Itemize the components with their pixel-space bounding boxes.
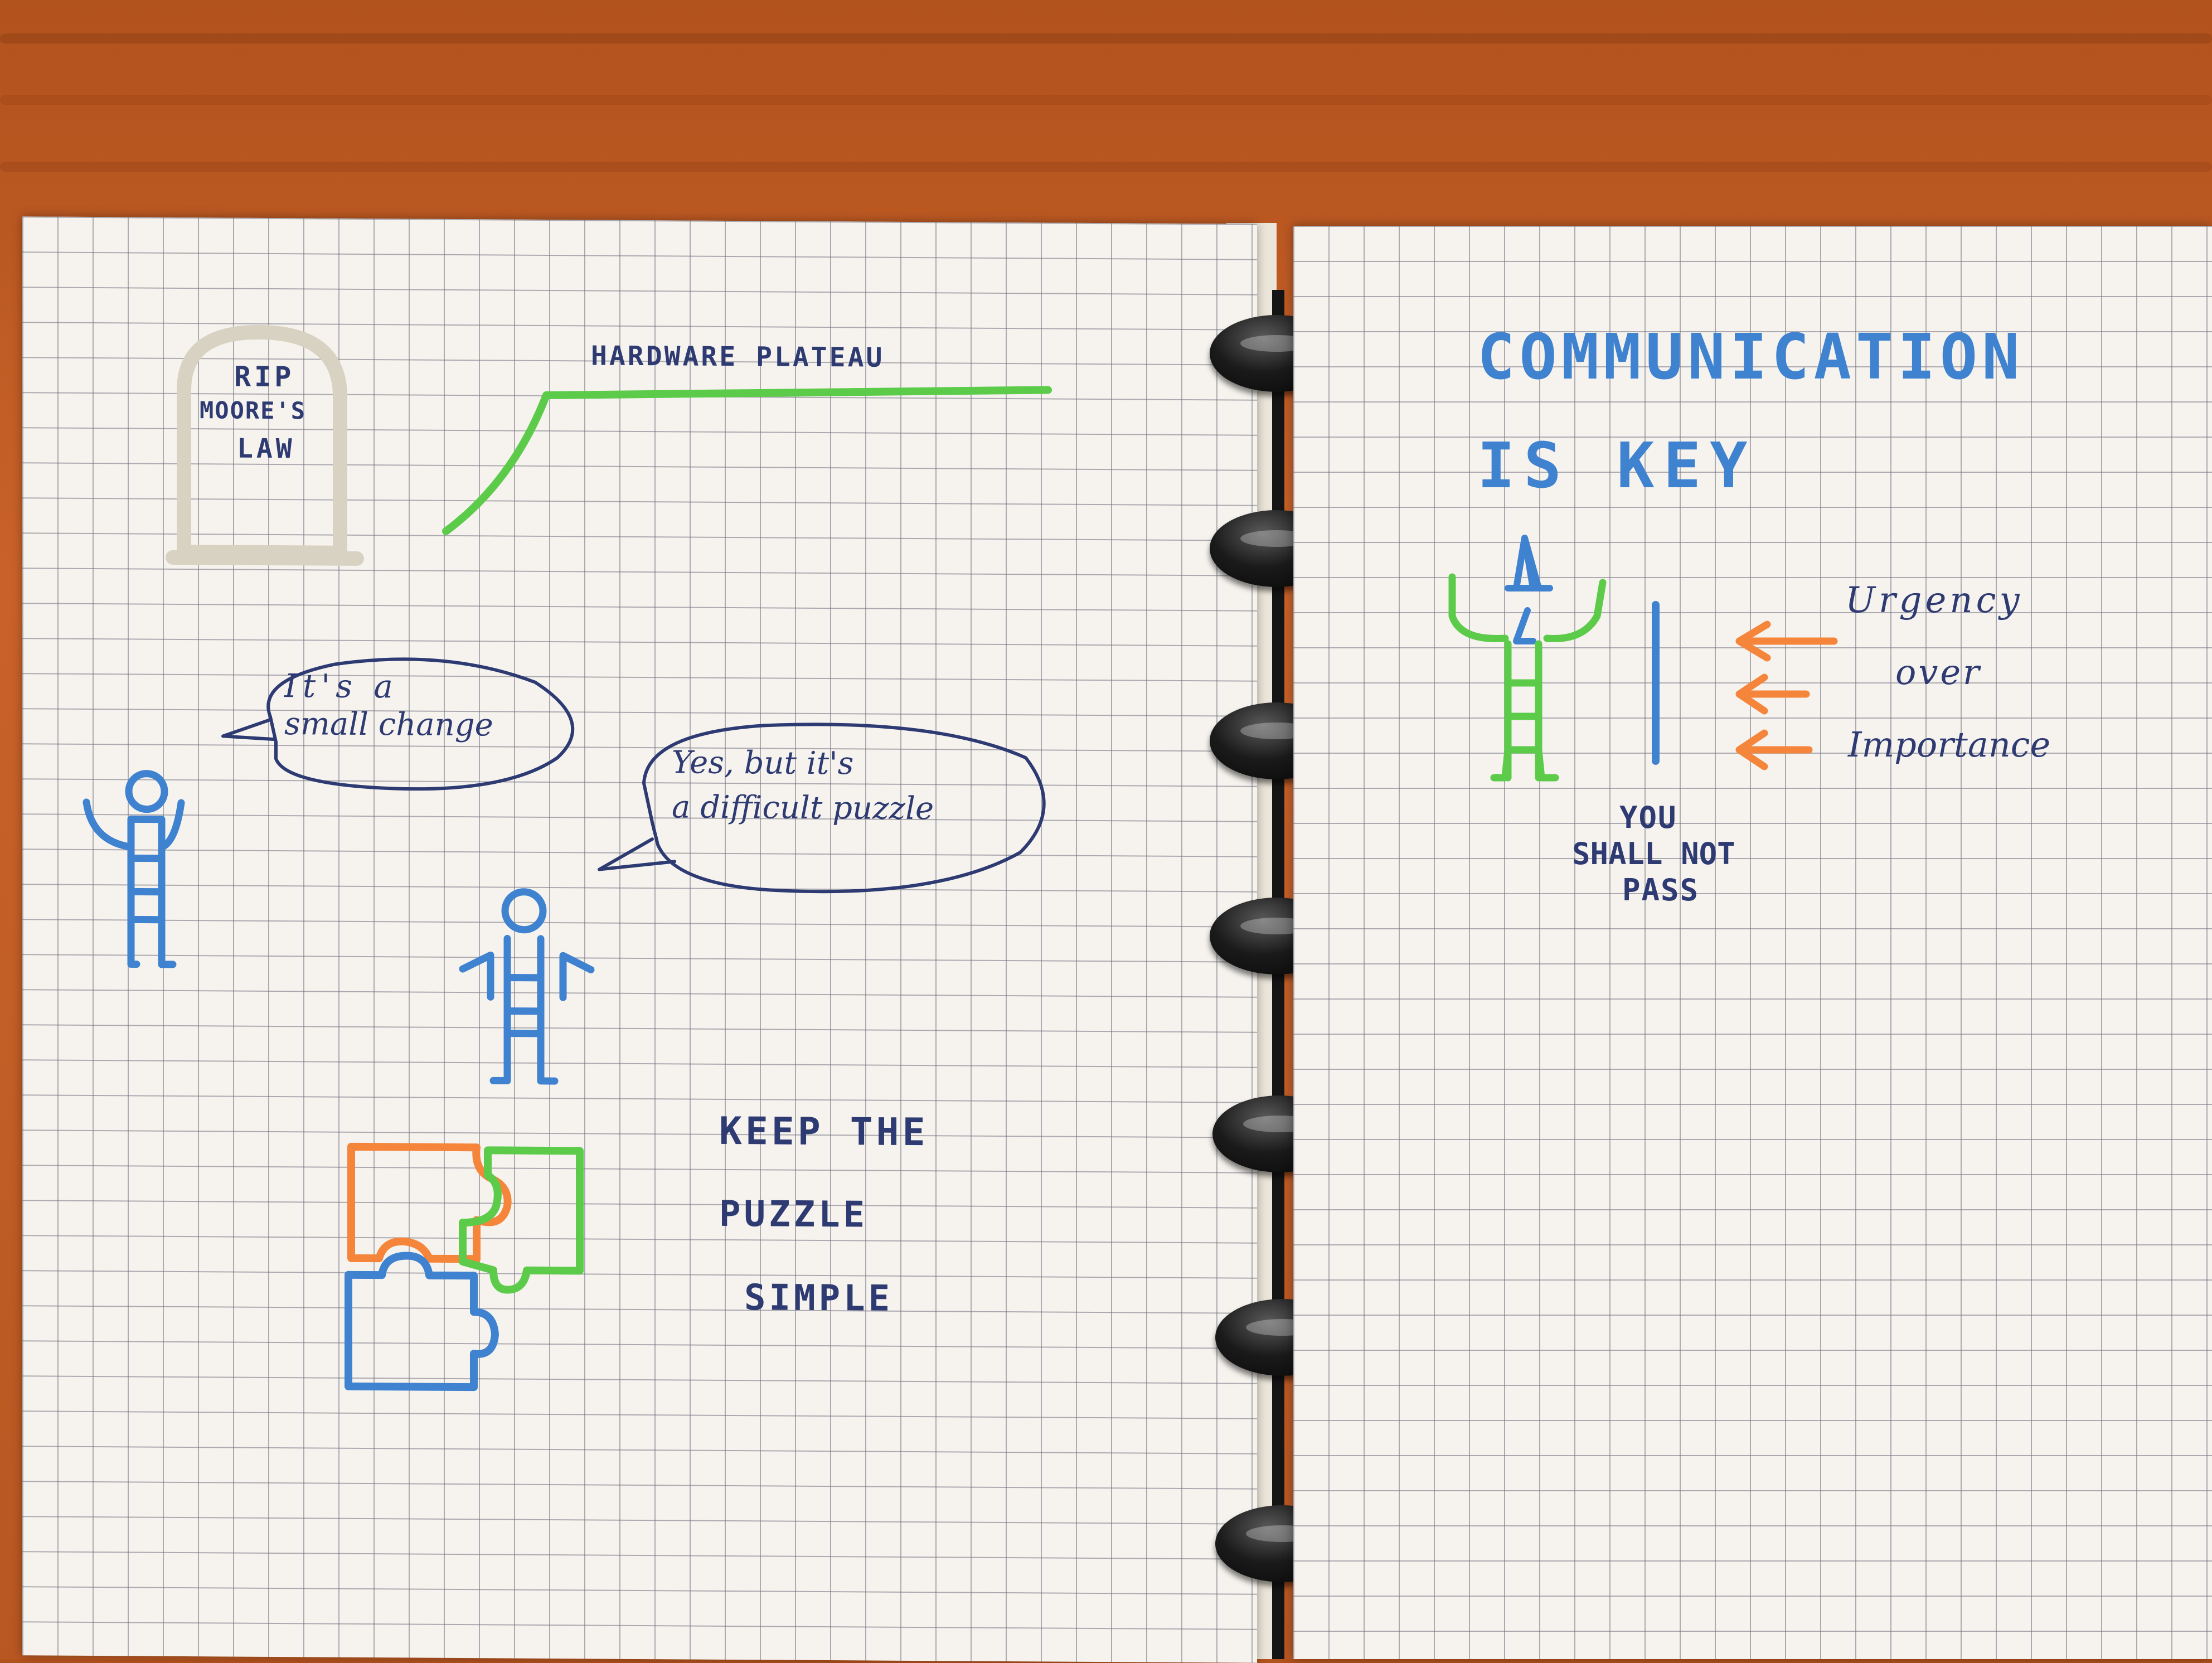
- heading-line2: IS KEY: [1477, 430, 1757, 502]
- puzzle-piece-blue: [345, 1252, 499, 1392]
- puzzle-piece-green: [459, 1146, 584, 1294]
- tombstone-text-line2: MOORE'S: [200, 396, 307, 425]
- wizard-caption-line3: PASS: [1622, 872, 1700, 908]
- speech-bubble-1-tail: [221, 717, 275, 741]
- right-page-drawings: [1448, 535, 1838, 782]
- wizard-caption-line1: YOU: [1619, 800, 1677, 835]
- arrow-label-urgency: Urgency: [1845, 580, 2023, 621]
- binder-spine: [1272, 290, 1284, 1659]
- wood-grain: [0, 95, 2212, 105]
- hardware-plateau-label: HARDWARE PLATEAU: [591, 340, 885, 374]
- keep-text-line2: PUZZLE: [719, 1193, 869, 1236]
- wood-grain: [0, 33, 2212, 43]
- arrow-label-over: over: [1895, 652, 1982, 692]
- keep-text-line1: KEEP THE: [719, 1109, 929, 1155]
- tombstone-text-line1: RIP: [234, 360, 295, 394]
- tombstone-base: [166, 550, 364, 566]
- arrow-label-importance: Importance: [1848, 724, 2051, 765]
- speech-bubble-2-text-line2: a difficult puzzle: [672, 789, 934, 827]
- stick-figure-1: [83, 770, 185, 968]
- speech-bubble-2-text-line1: Yes, but it's: [672, 744, 854, 782]
- wizard-figure: [1448, 535, 1607, 782]
- keep-text-line3: SIMPLE: [744, 1277, 894, 1320]
- speech-bubble-2-tail: [598, 837, 676, 871]
- tombstone-outline: [177, 324, 347, 560]
- stick-figure-2: [459, 888, 595, 1085]
- speech-bubble-1-text-line1: It's a: [284, 667, 399, 706]
- speech-bubble-2-outline: [642, 723, 1046, 894]
- left-page-drawings: [83, 324, 1052, 1392]
- wood-grain: [0, 162, 2212, 172]
- wizard-caption-line2: SHALL NOT: [1572, 836, 1735, 871]
- heading-line1: COMMUNICATION: [1477, 321, 2024, 394]
- tombstone-text-line3: LAW: [237, 433, 295, 465]
- right-notebook-page: COMMUNICATION IS KEY YOU SHALL NOT PASS …: [1293, 226, 2212, 1659]
- left-notebook-page: RIP MOORE'S LAW HARDWARE PLATEAU It's a …: [22, 216, 1257, 1663]
- speech-bubble-1-outline: [266, 657, 575, 791]
- hardware-plateau-curve: [442, 386, 1052, 535]
- orange-arrows: [1735, 620, 1838, 770]
- wizard-hat: [1513, 535, 1542, 591]
- speech-bubble-1-text-line2: small change: [284, 706, 493, 744]
